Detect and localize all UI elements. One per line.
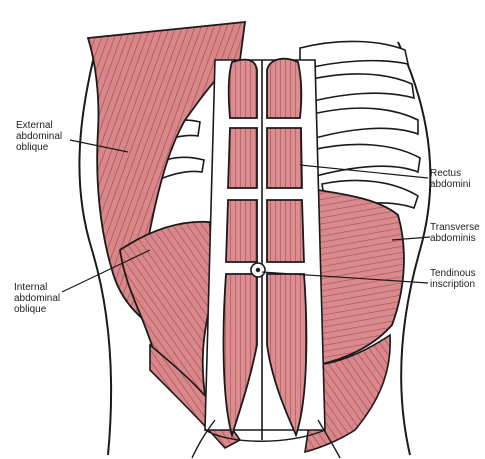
label-tendinous-inscription: Tendinous inscription <box>430 268 485 290</box>
umbilicus <box>251 263 265 277</box>
label-internal-oblique: Internal abdominal oblique <box>14 282 60 315</box>
label-transverse-abdominis: Transverse abdominis <box>430 222 485 244</box>
rectus-sheath <box>205 60 325 430</box>
label-rectus-abdominis: Rectus abdomini <box>430 168 485 190</box>
label-external-oblique: External abdominal oblique <box>16 120 62 153</box>
